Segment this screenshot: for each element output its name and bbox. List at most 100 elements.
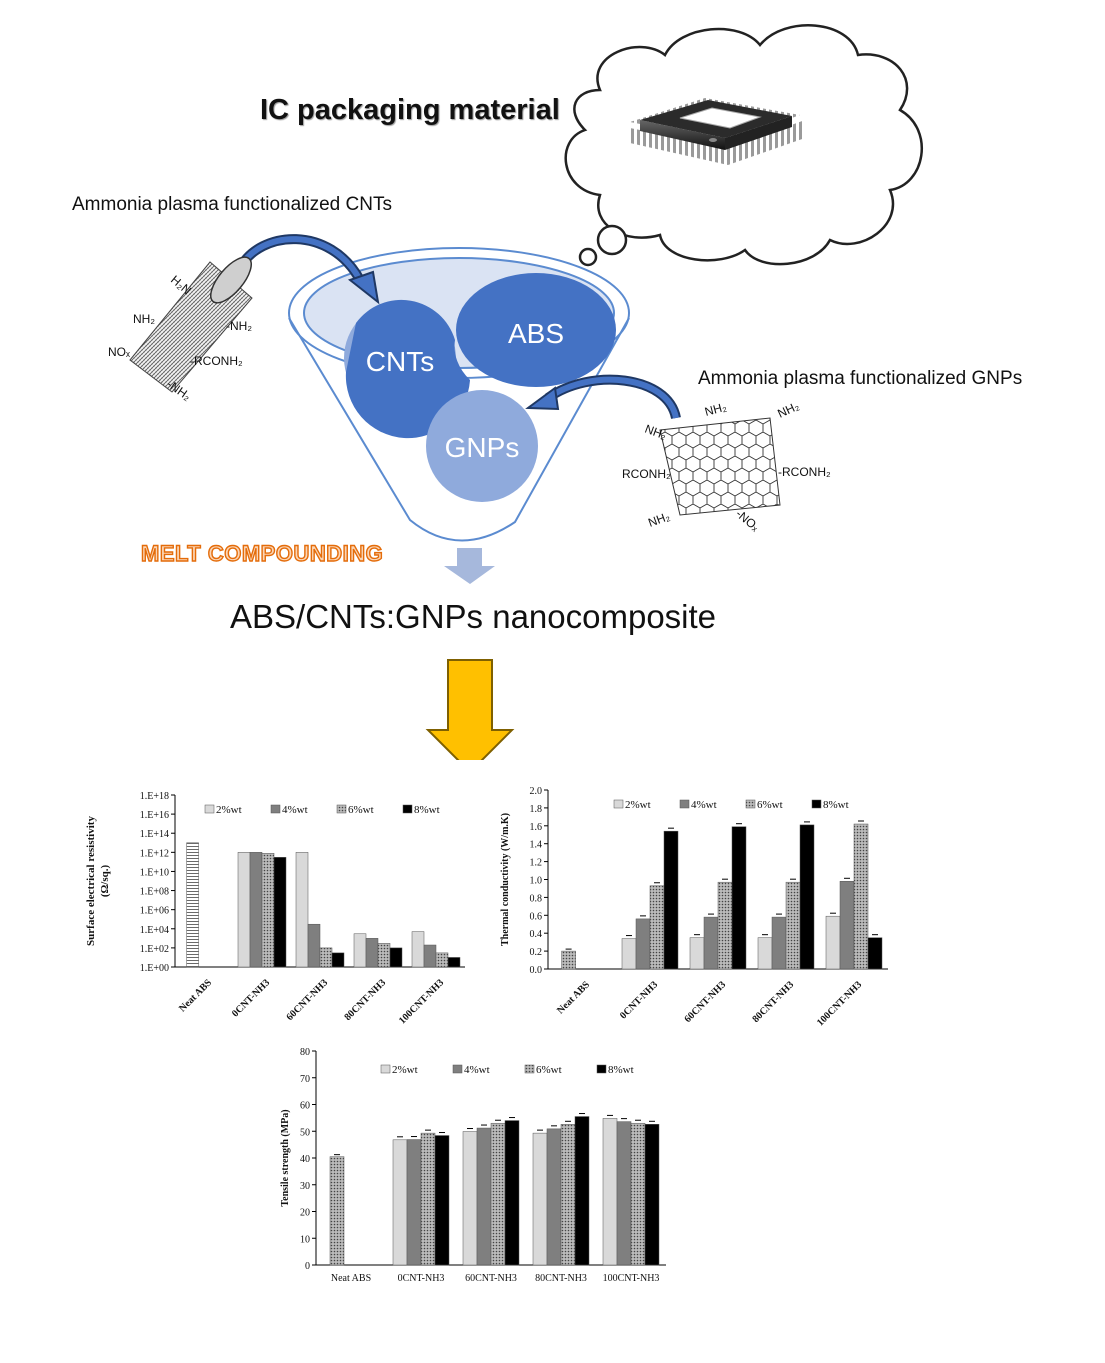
legend-swatch — [336, 804, 347, 814]
bar-2pctwt — [353, 933, 367, 968]
bar-6pctwt — [319, 947, 333, 968]
bar-8pctwt — [574, 1116, 590, 1266]
legend-label: 8%wt — [608, 1064, 634, 1076]
bar-8pctwt — [867, 937, 883, 970]
melt-compounding-label: MELT COMPOUNDING — [140, 540, 384, 566]
y-tick-label: 1.6 — [530, 822, 543, 833]
cnt-caption: Ammonia plasma functionalized CNTs — [72, 194, 392, 215]
y-tick-label: 20 — [300, 1208, 310, 1219]
bar-4pctwt — [307, 923, 321, 968]
y-axis-label: Tensile strength (MPa) — [280, 1109, 291, 1206]
y-tick-label: 1.E+14 — [140, 829, 169, 840]
abs-label: ABS — [508, 318, 564, 349]
gnps-label: GNPs — [445, 432, 520, 463]
y-axis-label: Thermal conductivity (W/m.K) — [500, 813, 511, 946]
y-tick-label: 1.E+12 — [140, 848, 169, 859]
bar-8pctwt — [273, 857, 287, 968]
bar-2pctwt — [602, 1118, 618, 1266]
svg-text:-RCONH₂: -RCONH₂ — [190, 354, 243, 368]
y-tick-label: 1.4 — [530, 840, 543, 851]
category-label: Neat ABS — [555, 979, 592, 1016]
y-tick-label: 10 — [300, 1234, 310, 1245]
bar-4pctwt — [771, 916, 787, 970]
bar-6pctwt — [853, 823, 869, 970]
category-label: 80CNT-NH3 — [750, 979, 796, 1025]
category-label: Neat ABS — [331, 1273, 371, 1284]
product-title: ABS/CNTs:GNPs nanocomposite — [230, 598, 717, 635]
legend-swatch — [380, 1064, 391, 1074]
svg-text:NH₂: NH₂ — [133, 312, 155, 326]
bar-6pctwt — [261, 853, 275, 968]
bar-2pctwt — [757, 937, 773, 970]
legend-swatch — [811, 799, 822, 809]
bar-2pctwt — [462, 1131, 478, 1266]
bar-4pctwt — [406, 1139, 422, 1266]
svg-text:NH₂: NH₂ — [646, 509, 672, 530]
bar-neat-abs — [329, 1156, 345, 1266]
bar-4pctwt — [249, 852, 263, 968]
y-tick-label: 0.0 — [530, 965, 543, 976]
legend-label: 8%wt — [414, 804, 440, 816]
bar-8pctwt — [504, 1120, 520, 1266]
bar-8pctwt — [663, 830, 679, 970]
bar-4pctwt — [546, 1128, 562, 1266]
category-label: 60CNT-NH3 — [682, 979, 728, 1025]
bar-neat-abs — [186, 842, 199, 968]
bar-neat-abs — [561, 950, 576, 970]
cnts-circle: CNTs — [344, 299, 470, 439]
svg-text:-NOₓ: -NOₓ — [733, 507, 762, 534]
bar-6pctwt — [630, 1122, 646, 1266]
legend-swatch — [270, 804, 281, 814]
bar-4pctwt — [635, 918, 651, 970]
legend-label: 8%wt — [823, 799, 849, 811]
svg-text:-NH₂: -NH₂ — [226, 319, 252, 333]
gnp-functional-groups: NH₂ NH₂ NH₂ RCONH₂ -RCONH₂ NH₂ -NOₓ — [622, 399, 831, 534]
resistivity-chart: 1.E+001.E+021.E+041.E+061.E+081.E+101.E+… — [85, 791, 465, 1027]
bar-6pctwt — [420, 1132, 436, 1266]
category-label: 60CNT-NH3 — [465, 1273, 517, 1284]
legend-label: 6%wt — [757, 799, 783, 811]
bar-2pctwt — [392, 1139, 408, 1266]
y-tick-label: 1.E+06 — [140, 906, 169, 917]
y-tick-label: 30 — [300, 1181, 310, 1192]
bar-4pctwt — [703, 916, 719, 970]
category-label: 80CNT-NH3 — [535, 1273, 587, 1284]
bar-2pctwt — [825, 915, 841, 970]
bar-4pctwt — [365, 938, 379, 968]
y-tick-label: 1.8 — [530, 804, 543, 815]
gnps-circle: GNPs — [426, 390, 538, 502]
y-tick-label: 2.0 — [530, 786, 543, 797]
legend-swatch — [452, 1064, 463, 1074]
bar-2pctwt — [295, 852, 309, 968]
bar-4pctwt — [839, 881, 855, 970]
legend-swatch — [524, 1064, 535, 1074]
y-tick-label: 40 — [300, 1154, 310, 1165]
y-tick-label: 60 — [300, 1101, 310, 1112]
svg-text:NOₓ: NOₓ — [108, 345, 130, 359]
svg-text:NH₂: NH₂ — [703, 400, 728, 419]
y-tick-label: 50 — [300, 1127, 310, 1138]
gnp-arrow — [525, 374, 681, 420]
cnt-tube-icon — [129, 256, 253, 393]
gnp-caption: Ammonia plasma functionalized GNPs — [698, 368, 1023, 389]
bar-6pctwt — [785, 881, 801, 970]
y-tick-label: 0 — [305, 1261, 310, 1272]
legend-swatch — [204, 804, 215, 814]
category-label: 0CNT-NH3 — [230, 977, 272, 1019]
y-tick-label: 1.E+02 — [140, 944, 169, 955]
bar-8pctwt — [389, 947, 403, 968]
y-tick-label: 1.E+00 — [140, 963, 169, 974]
y-tick-label: 0.8 — [530, 893, 543, 904]
bar-2pctwt — [532, 1132, 548, 1266]
category-label: 0CNT-NH3 — [618, 979, 660, 1021]
ic-chip-icon — [630, 98, 805, 165]
legend-swatch — [596, 1064, 607, 1074]
category-label: 80CNT-NH3 — [342, 977, 388, 1023]
bar-4pctwt — [423, 944, 437, 968]
category-label: 100CNT-NH3 — [815, 979, 864, 1028]
legend-label: 2%wt — [392, 1064, 418, 1076]
legend-label: 2%wt — [625, 799, 651, 811]
bar-4pctwt — [616, 1121, 632, 1266]
svg-text:-RCONH₂: -RCONH₂ — [778, 465, 831, 479]
